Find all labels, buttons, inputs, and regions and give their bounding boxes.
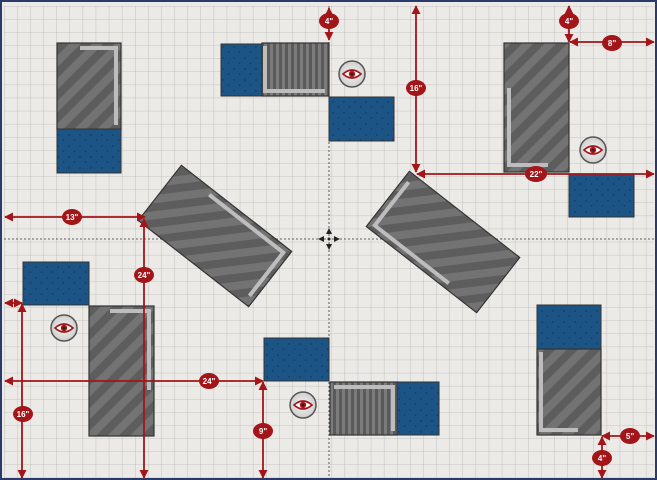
- svg-text:5": 5": [626, 432, 634, 441]
- measure-label: 4": [319, 13, 339, 29]
- water-bottom-center-right[interactable]: [396, 381, 440, 436]
- measure-label: 24": [199, 373, 219, 389]
- ruin-bottom-right[interactable]: [536, 348, 602, 436]
- svg-text:4": 4": [598, 454, 606, 463]
- measure-label: 4": [559, 13, 579, 29]
- svg-text:4": 4": [565, 17, 573, 26]
- measure-label: 16": [406, 80, 426, 96]
- water-top-center-right[interactable]: [328, 96, 395, 142]
- svg-text:8": 8": [608, 39, 616, 48]
- measure-label: 4": [592, 450, 612, 466]
- water-bottom-right[interactable]: [536, 304, 602, 350]
- measure-label: 13": [62, 209, 82, 225]
- crosshair-icon: [318, 228, 340, 250]
- water-top-left[interactable]: [56, 128, 122, 174]
- water-top-center-left[interactable]: [220, 43, 264, 97]
- objective-marker-bottom-left[interactable]: [50, 314, 78, 342]
- eye-icon: [292, 400, 314, 410]
- svg-text:22": 22": [530, 170, 543, 179]
- measure-label: 22": [525, 166, 547, 182]
- measure-label: 9": [253, 423, 273, 439]
- measure-label: 8": [602, 35, 622, 51]
- objective-marker-top-right[interactable]: [579, 136, 607, 164]
- objective-marker-bottom-center[interactable]: [289, 391, 317, 419]
- svg-text:4": 4": [325, 17, 333, 26]
- water-bottom-left[interactable]: [22, 261, 90, 306]
- water-top-right[interactable]: [568, 173, 635, 218]
- ruin-top-center[interactable]: [261, 42, 330, 97]
- ruin-bottom-center[interactable]: [329, 381, 398, 436]
- svg-text:24": 24": [138, 271, 151, 280]
- measure-label: 16": [13, 406, 33, 422]
- svg-text:16": 16": [17, 410, 30, 419]
- ruin-top-right[interactable]: [503, 42, 570, 173]
- ruin-top-left[interactable]: [56, 42, 122, 131]
- measure-label: 5": [620, 428, 640, 444]
- measure-label: 24": [134, 267, 154, 283]
- eye-icon: [341, 69, 363, 79]
- water-bottom-center-left[interactable]: [263, 337, 330, 382]
- ruin-center-left-angled[interactable]: [137, 164, 293, 308]
- svg-text:9": 9": [259, 427, 267, 436]
- eye-icon: [582, 145, 604, 155]
- svg-text:13": 13": [66, 213, 79, 222]
- svg-text:16": 16": [410, 84, 423, 93]
- eye-icon: [53, 323, 75, 333]
- objective-marker-top-center[interactable]: [338, 60, 366, 88]
- svg-text:24": 24": [203, 377, 216, 386]
- ruin-center-right-angled[interactable]: [365, 170, 521, 314]
